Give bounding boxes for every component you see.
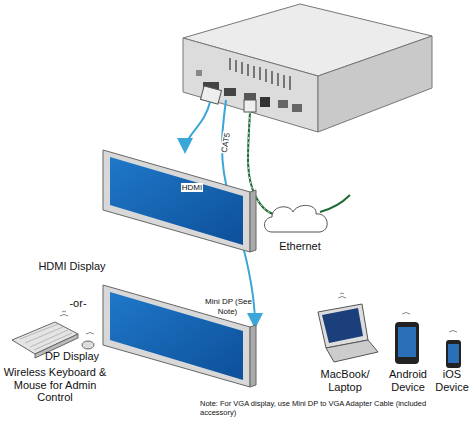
device-label: DP Display [32, 350, 112, 363]
device-label: -or- [58, 297, 98, 310]
node-text: Ethernet [265, 240, 335, 253]
device-label: HDMI Display [32, 260, 112, 273]
cable-label: CAT5 [218, 122, 234, 163]
cable-label: Mini DP (See Note) [193, 297, 263, 316]
device-label: iOS Device [434, 368, 470, 393]
device-label: Wireless Keyboard & Mouse for Admin Cont… [3, 366, 107, 404]
note-text: Note: For VGA display, use Mini DP to VG… [200, 399, 440, 417]
device-label: Android Device [385, 368, 431, 393]
device-label: MacBook/ Laptop [313, 368, 377, 393]
cable-label: HDMI [172, 183, 212, 193]
device-label: Ethernet [265, 240, 335, 253]
node-text: HDMI Display [32, 260, 112, 273]
node-text: DP Display [32, 350, 112, 363]
